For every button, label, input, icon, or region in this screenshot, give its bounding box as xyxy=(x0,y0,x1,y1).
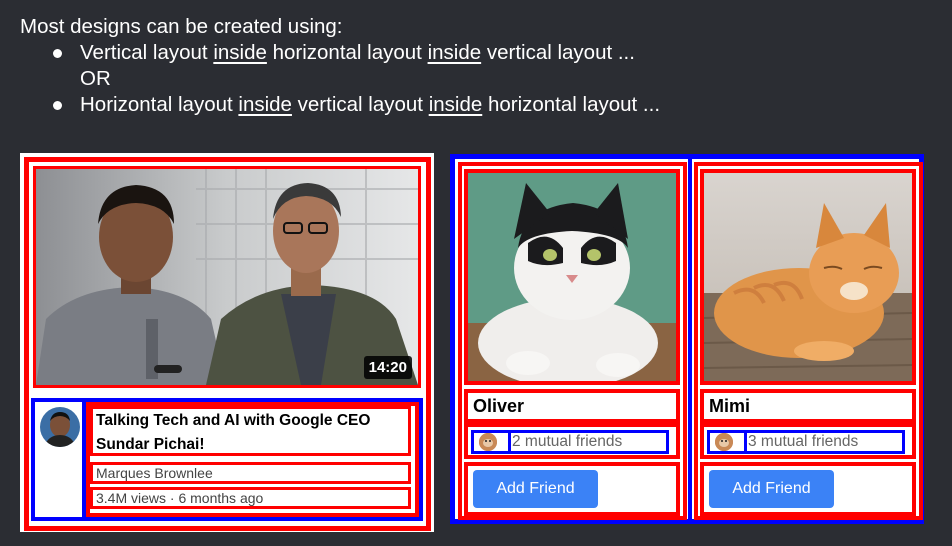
mutual-friends-inner[interactable]: 3 mutual friends xyxy=(707,430,905,454)
friend-suggestions-panel: Oliver 2 mutual friends Add Friend xyxy=(450,154,924,524)
video-meta: 3.4M views · 6 months ago xyxy=(90,487,411,509)
bullet-dot-icon xyxy=(53,101,62,110)
cat-photo-oliver xyxy=(468,173,676,381)
mutual-friends-inner[interactable]: 2 mutual friends xyxy=(471,430,669,454)
mutual-avatar-icon xyxy=(715,433,733,451)
bullet-item-1: Vertical layout inside horizontal layout… xyxy=(20,40,660,66)
bullet2-inside-1: inside xyxy=(238,93,292,116)
add-friend-button-container: Add Friend xyxy=(464,462,680,516)
friend-name[interactable]: Oliver xyxy=(464,389,680,423)
friend-name[interactable]: Mimi xyxy=(700,389,916,423)
bullet2-text-e: horizontal layout ... xyxy=(482,93,661,116)
slide-text: Most designs can be created using: Verti… xyxy=(20,14,660,118)
mutual-friends-row: 3 mutual friends xyxy=(700,423,916,459)
video-duration-badge: 14:20 xyxy=(363,356,412,379)
mutual-friends-text: 2 mutual friends xyxy=(512,433,623,450)
bullet1-inside-2: inside xyxy=(427,41,482,64)
friend-card-mimi: Mimi 3 mutual friends Add Friend xyxy=(694,162,923,520)
bullet1-inside-1: inside xyxy=(213,41,267,64)
friend-card-oliver: Oliver 2 mutual friends Add Friend xyxy=(458,162,687,520)
cat-photo-mimi xyxy=(704,173,912,381)
bullet1-text-c: horizontal layout xyxy=(266,41,428,64)
add-friend-button-container: Add Friend xyxy=(700,462,916,516)
channel-avatar[interactable] xyxy=(40,407,80,447)
bullet-item-2: Horizontal layout inside vertical layout… xyxy=(20,92,660,118)
bullet1-text-a: Vertical layout xyxy=(80,41,214,64)
video-info-row: Talking Tech and AI with Google CEO Sund… xyxy=(31,398,423,521)
bullet2-text-c: vertical layout xyxy=(291,93,429,116)
mutual-avatar xyxy=(476,433,511,451)
video-layout-outline: 14:20 Talking Tech and AI with Google CE… xyxy=(24,157,431,531)
friend-photo[interactable] xyxy=(464,169,680,385)
mutual-friends-text: 3 mutual friends xyxy=(748,433,859,450)
card-divider xyxy=(688,159,692,519)
video-title[interactable]: Talking Tech and AI with Google CEO Sund… xyxy=(90,406,411,456)
bullet2-inside-2: inside xyxy=(428,93,483,116)
mutual-avatar xyxy=(712,433,747,451)
add-friend-button[interactable]: Add Friend xyxy=(709,470,834,508)
channel-name[interactable]: Marques Brownlee xyxy=(90,462,411,484)
video-card[interactable]: 14:20 Talking Tech and AI with Google CE… xyxy=(20,153,434,532)
bullet2-text-a: Horizontal layout xyxy=(80,93,239,116)
video-thumbnail[interactable]: 14:20 xyxy=(33,166,421,388)
or-text: OR xyxy=(80,67,111,90)
mutual-friends-row: 2 mutual friends xyxy=(464,423,680,459)
friend-photo[interactable] xyxy=(700,169,916,385)
add-friend-button[interactable]: Add Friend xyxy=(473,470,598,508)
intro-text: Most designs can be created using: xyxy=(20,15,343,38)
mutual-avatar-icon xyxy=(479,433,497,451)
bullet1-text-e: vertical layout ... xyxy=(481,41,635,64)
avatar-image xyxy=(40,407,80,447)
channel-avatar-column xyxy=(35,402,86,517)
bullet-dot-icon xyxy=(53,49,62,58)
thumbnail-image xyxy=(36,169,418,385)
video-text-column: Talking Tech and AI with Google CEO Sund… xyxy=(86,402,419,517)
